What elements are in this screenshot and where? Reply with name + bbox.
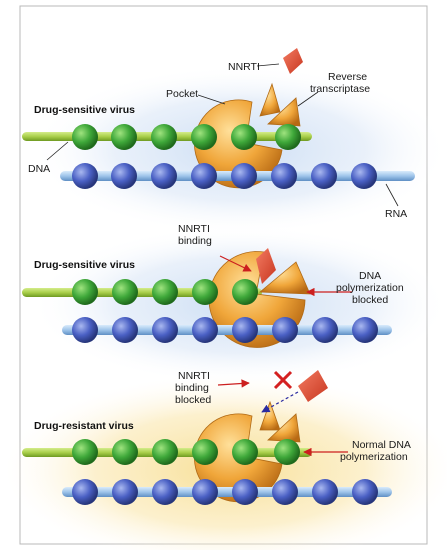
rna-bead <box>192 479 218 505</box>
rna-rod <box>62 325 392 335</box>
rna-bead <box>311 163 337 189</box>
panel-title: Drug-resistant virus <box>34 420 134 432</box>
rna-bead <box>112 479 138 505</box>
rna-bead <box>272 479 298 505</box>
nnrti-drug <box>283 48 303 74</box>
leader-dna <box>46 141 69 161</box>
label-binding-line2: binding <box>178 235 212 247</box>
rna-bead <box>232 479 258 505</box>
panel-2: NNRTI binding DNA polymerization blocked… <box>22 223 447 385</box>
label-pocket: Pocket <box>166 88 198 100</box>
nnrti-drug-bound <box>256 248 276 284</box>
rna-rod <box>62 487 392 497</box>
rna-bead <box>231 163 257 189</box>
arrow-binding-blocked <box>217 379 250 388</box>
dna-bead <box>192 439 218 465</box>
panel-title: Drug-sensitive virus <box>34 104 135 116</box>
rna-bead <box>192 317 218 343</box>
reverse-transcriptase-flap <box>258 261 311 295</box>
panel-1: NNRTI Pocket Reverse transcriptase DNA R… <box>22 48 447 235</box>
rna-bead <box>112 317 138 343</box>
dna-bead <box>274 439 300 465</box>
dna-bead <box>72 279 98 305</box>
label-dna: DNA <box>28 163 50 175</box>
rna-beads <box>72 479 378 505</box>
rna-bead <box>312 317 338 343</box>
label-blocked-line2: binding <box>175 382 209 394</box>
dna-bead <box>275 124 301 150</box>
rna-bead <box>72 317 98 343</box>
rna-bead <box>191 163 217 189</box>
cross-icon <box>273 370 293 390</box>
label-blocked-line3: blocked <box>352 294 388 306</box>
dna-bead <box>192 279 218 305</box>
rna-bead <box>111 163 137 189</box>
label-normal-line1: Normal DNA <box>352 439 411 451</box>
rna-bead <box>72 163 98 189</box>
panel-3: NNRTI binding blocked Normal DNA polymer… <box>5 370 447 550</box>
dna-bead <box>152 439 178 465</box>
rna-bead <box>272 317 298 343</box>
label-binding-line1: NNRTI <box>178 223 210 235</box>
rna-bead <box>352 479 378 505</box>
label-rt-line2: transcriptase <box>310 83 370 95</box>
rna-bead <box>232 317 258 343</box>
rna-bead <box>351 163 377 189</box>
dna-bead <box>72 439 98 465</box>
dna-bead <box>232 439 258 465</box>
dna-beads <box>72 124 301 150</box>
rna-beads <box>72 163 377 189</box>
label-blocked-line1: NNRTI <box>178 370 210 382</box>
dna-bead <box>112 439 138 465</box>
nnrti-drug <box>298 370 328 402</box>
rna-bead <box>151 163 177 189</box>
dna-bead <box>112 279 138 305</box>
dna-bead <box>152 279 178 305</box>
dna-bead <box>191 124 217 150</box>
rna-beads <box>72 317 378 343</box>
rna-bead <box>152 479 178 505</box>
dna-bead <box>111 124 137 150</box>
rna-bead <box>72 479 98 505</box>
leader-nnrti <box>256 63 280 67</box>
label-rna: RNA <box>385 208 407 220</box>
label-nnrti: NNRTI <box>228 61 260 73</box>
label-normal-line2: polymerization <box>340 451 408 463</box>
arrow-binding <box>219 255 252 272</box>
dna-beads <box>72 279 258 305</box>
rna-bead <box>271 163 297 189</box>
label-blocked-line3: blocked <box>175 394 211 406</box>
dna-bead <box>151 124 177 150</box>
rna-bead <box>352 317 378 343</box>
dna-beads <box>72 439 300 465</box>
dna-bead <box>72 124 98 150</box>
panel-title: Drug-sensitive virus <box>34 259 135 271</box>
label-rt-line1: Reverse <box>328 71 367 83</box>
reverse-transcriptase-flap-left <box>259 400 281 431</box>
label-blocked-line2: polymerization <box>336 282 404 294</box>
reverse-transcriptase-flap-left <box>259 82 281 117</box>
leader-rna <box>385 183 399 207</box>
dashed-arrow <box>261 391 299 413</box>
label-blocked-line1: DNA <box>359 270 381 282</box>
leader-rt <box>297 91 319 107</box>
dna-bead <box>231 124 257 150</box>
leader-pocket <box>197 94 226 105</box>
rna-bead <box>152 317 178 343</box>
dna-bead <box>232 279 258 305</box>
rna-bead <box>312 479 338 505</box>
